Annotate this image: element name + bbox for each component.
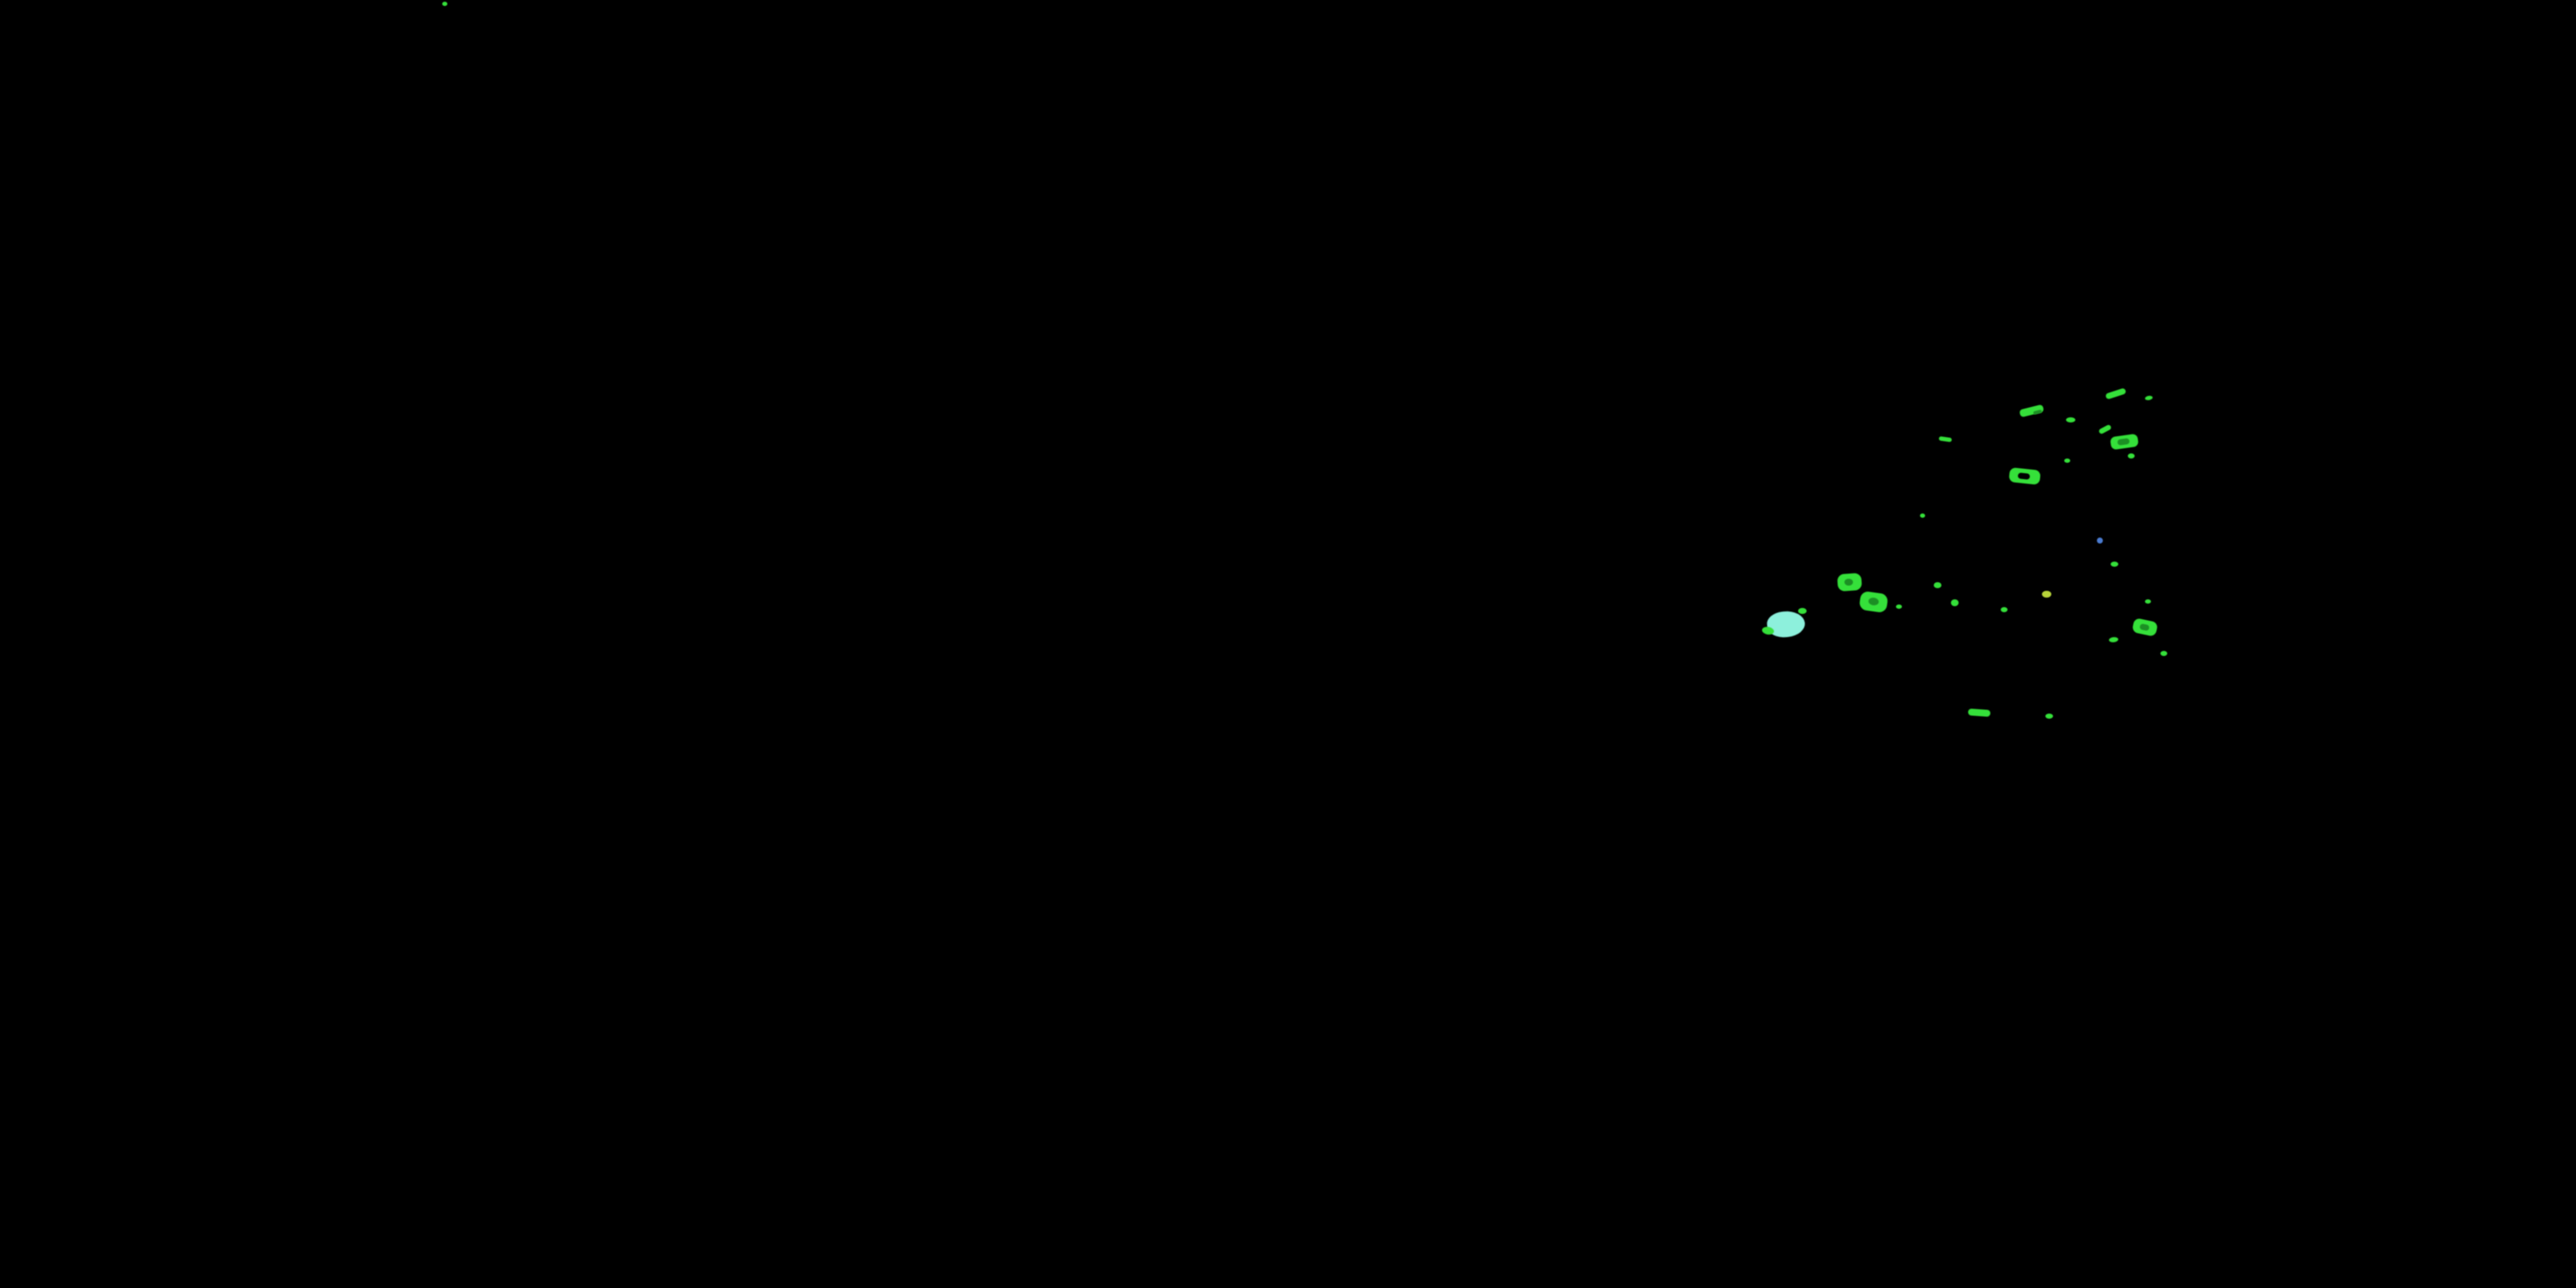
radar-echo [2144,395,2154,401]
radar-echo [2105,387,2127,400]
radar-echo [2111,562,2118,567]
radar-echo [2098,423,2112,435]
radar-echo [2045,714,2053,719]
radar-echo [2145,599,2151,604]
radar-echo [1951,599,1959,606]
radar-echo [2160,651,2167,656]
radar-echo [1934,582,1941,588]
radar-echo [2017,472,2031,480]
radar-echo [1844,579,1853,586]
radar-echo [2108,636,2119,643]
radar-echo [1896,605,1902,609]
radar-echo [2128,453,2135,459]
cyan-cell-fringe [1798,608,1807,614]
radar-echo [2032,409,2043,416]
cyan-cell [1765,609,1807,640]
radar-echo [2001,607,2008,612]
echo-topleft-speck [442,2,447,6]
radar-echo [1938,435,1953,443]
radar-echo [1967,708,1991,717]
radar-echo [2097,538,2103,544]
radar-echo [2064,459,2070,463]
radar-echo [2066,417,2075,422]
radar-echo [2042,591,2051,598]
radar-echo [1920,513,1925,518]
